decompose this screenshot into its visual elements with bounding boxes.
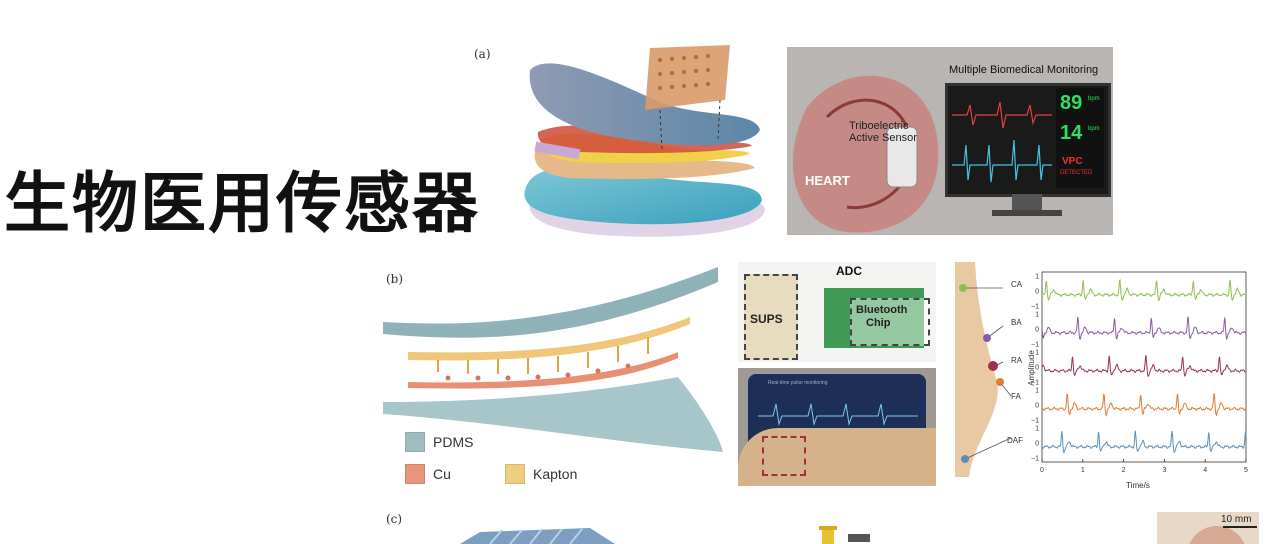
site-label-ba: BA (1011, 318, 1022, 327)
site-label-fa: FA (1011, 392, 1021, 401)
site-label-ca: CA (1011, 280, 1023, 289)
page-title: 生物医用传感器 (4, 165, 480, 242)
y-tick-label: −1 (1031, 380, 1039, 387)
x-tick-label: 5 (1244, 467, 1248, 474)
heart-rate-unit: bpm (1088, 96, 1100, 102)
sensor-label-line2: Active Sensor (849, 132, 917, 144)
heart-monitoring-image: Triboelectric Active Sensor HEART Multip… (787, 47, 1113, 235)
legend-swatch-pdms (405, 432, 425, 452)
heart-label: HEART (805, 173, 850, 188)
insole-sensor-illustration (524, 45, 765, 237)
panel-label-a: (a) (474, 47, 491, 61)
scale-bar-label: 10 mm (1221, 514, 1252, 525)
y-tick-label: 0 (1035, 289, 1039, 296)
scale-bar-line (1223, 526, 1257, 528)
site-label-ra: RA (1011, 356, 1023, 365)
x-tick-label: 1 (1081, 467, 1085, 474)
legend-label-cu: Cu (433, 466, 451, 482)
arm-illustration (955, 262, 1035, 482)
adc-label: ADC (836, 264, 862, 278)
legend-item-pdms: PDMS (405, 432, 473, 452)
phone-photo: Real-time pulse monitoring (738, 368, 936, 486)
site-label-daf: DAF (1007, 436, 1023, 445)
panel-c-illustration (460, 528, 615, 544)
resp-rate-unit: bpm (1088, 126, 1100, 132)
legend-swatch-kapton (505, 464, 525, 484)
series-line-ra (1041, 355, 1247, 377)
chart-xlabel: Time/s (1126, 481, 1150, 490)
bluetooth-chip-box: Bluetooth Chip (850, 298, 930, 346)
resp-rate-readout: 14 (1060, 122, 1083, 144)
device-photo: SUPS ADC Bluetooth Chip (738, 262, 936, 362)
flexible-sensor-illustration (383, 267, 723, 452)
y-tick-label: 1 (1035, 425, 1039, 432)
panel-c-device (819, 526, 870, 544)
series-line-fa (1041, 392, 1247, 418)
legend-label-pdms: PDMS (433, 434, 474, 450)
legend-item-cu: Cu (405, 464, 451, 484)
y-tick-label: 0 (1035, 441, 1039, 448)
series-line-ca (1041, 278, 1247, 302)
legend-swatch-cu (405, 464, 425, 484)
sups-label: SUPS (750, 312, 783, 326)
bluetooth-label-line1: Bluetooth (856, 304, 908, 316)
y-tick-label: 1 (1035, 311, 1039, 318)
vpc-sub-readout: DETECTED (1060, 170, 1093, 176)
sups-box: SUPS (744, 274, 798, 360)
y-tick-label: 1 (1035, 349, 1039, 356)
panel-label-b: (b) (386, 272, 404, 286)
y-tick-label: 0 (1035, 403, 1039, 410)
series-line-ba (1041, 316, 1247, 340)
x-tick-label: 2 (1122, 467, 1126, 474)
x-tick-label: 3 (1162, 467, 1166, 474)
y-tick-label: −1 (1031, 342, 1039, 349)
monitoring-heading: Multiple Biomedical Monitoring (949, 64, 1099, 76)
panel-label-c: (c) (386, 512, 403, 526)
monitor-screen: 89 bpm 14 bpm VPC DETECTED (945, 83, 1111, 197)
chart-frame (1041, 271, 1247, 463)
x-tick-label: 4 (1203, 467, 1207, 474)
heart-rate-readout: 89 (1060, 92, 1083, 114)
y-tick-label: 0 (1035, 327, 1039, 334)
y-tick-label: −1 (1031, 304, 1039, 311)
y-tick-label: 0 (1035, 365, 1039, 372)
chart-ylabel: Amplitude (1028, 350, 1036, 386)
finger-photo: 10 mm (1157, 512, 1259, 544)
y-tick-label: 1 (1035, 387, 1039, 394)
series-line-daf (1041, 430, 1247, 454)
y-tick-label: 1 (1035, 273, 1039, 280)
bluetooth-label-line2: Chip (866, 317, 891, 329)
phone-caption: Real-time pulse monitoring (768, 380, 828, 386)
x-tick-label: 0 (1040, 467, 1044, 474)
legend-label-kapton: Kapton (533, 466, 578, 482)
y-tick-label: −1 (1031, 418, 1039, 425)
legend-item-kapton: Kapton (505, 464, 577, 484)
vpc-readout: VPC (1062, 156, 1083, 167)
sensor-label-line1: Triboelectric (849, 120, 909, 132)
y-tick-label: −1 (1031, 456, 1039, 463)
